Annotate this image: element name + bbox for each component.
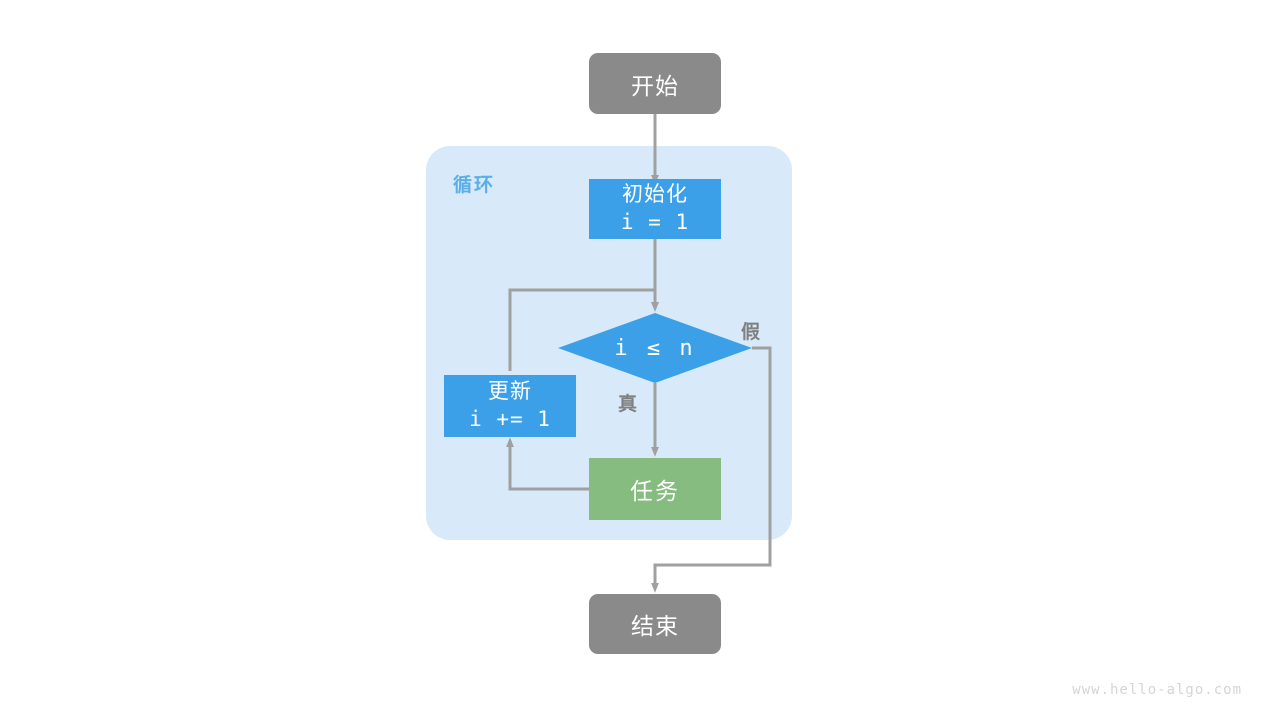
edge-label-true: 真 xyxy=(618,394,639,415)
node-condition[interactable] xyxy=(558,313,752,383)
node-task[interactable] xyxy=(589,458,721,520)
node-update[interactable] xyxy=(444,375,576,437)
loop-group-label: 循环 xyxy=(453,175,496,196)
watermark: www.hello-algo.com xyxy=(1072,682,1242,698)
edge-task-to-update xyxy=(506,437,589,491)
edge-update-to-condition xyxy=(508,288,659,371)
node-start[interactable] xyxy=(589,53,721,114)
edge-condition-false-to-end xyxy=(651,346,772,593)
node-end[interactable] xyxy=(589,594,721,654)
node-init[interactable] xyxy=(589,179,721,239)
edge-label-false: 假 xyxy=(741,322,762,343)
